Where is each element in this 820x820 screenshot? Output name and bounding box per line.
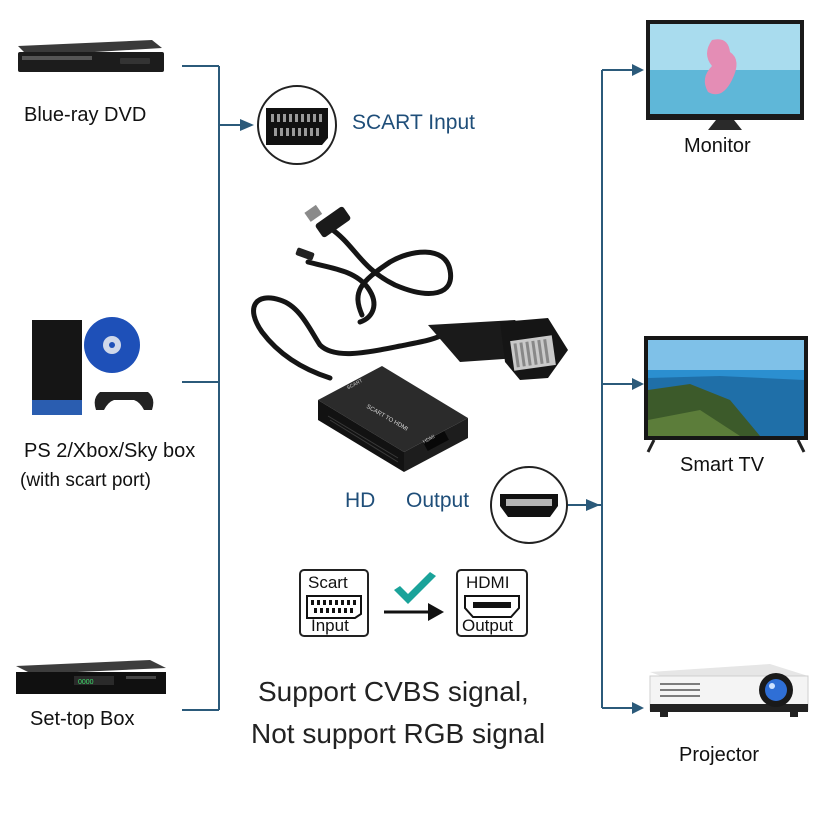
monitor-label: Monitor — [684, 135, 751, 157]
scart-cable — [251, 295, 443, 381]
bluray-player-icon — [18, 40, 164, 72]
settop-label: Set-top Box — [30, 708, 135, 730]
ps2-label: PS 2/Xbox/Sky box — [24, 440, 196, 462]
smart-tv-label: Smart TV — [680, 454, 765, 476]
arrow-to-monitor — [632, 64, 644, 76]
note-line-1: Support CVBS signal, — [258, 676, 529, 707]
legend-hdmi-top: HDMI — [466, 573, 510, 592]
smart-tv-icon — [644, 336, 808, 453]
projector-icon — [649, 664, 809, 717]
arrow-from-hdmi-output — [586, 499, 600, 511]
bluray-label: Blue-ray DVD — [24, 104, 147, 126]
projector-label: Projector — [679, 744, 760, 766]
legend-scart-bottom: Input — [311, 616, 349, 635]
hdmi-legend-box — [456, 569, 528, 637]
arrow-to-smart-tv — [632, 378, 644, 390]
svg-text:0000: 0000 — [78, 679, 94, 686]
settop-box-icon: 0000 — [16, 660, 166, 694]
note-line-2: Not support RGB signal — [251, 718, 546, 749]
scart-input-connector-icon — [257, 85, 337, 165]
scart-input-label: SCART Input — [352, 111, 475, 134]
legend-scart-top: Scart — [308, 573, 348, 592]
arrow-to-projector — [632, 702, 644, 714]
left-connection-lines — [182, 65, 248, 711]
output-label: Output — [406, 489, 470, 512]
usb-cable — [305, 225, 454, 325]
hdmi-output-connector-icon — [490, 466, 568, 544]
usb-plug — [295, 204, 351, 261]
right-arrow-icon — [384, 603, 444, 621]
adapter-box-icon — [318, 366, 468, 472]
ps2-console-icon — [32, 317, 154, 415]
hd-label: HD — [345, 489, 376, 512]
monitor-icon — [646, 20, 804, 130]
ps2-note-label: (with scart port) — [20, 470, 151, 491]
check-icon — [394, 572, 436, 604]
legend-hdmi-bottom: Output — [462, 616, 514, 635]
right-connection-lines — [567, 69, 636, 709]
scart-legend-box — [299, 569, 369, 637]
arrow-to-scart-input — [240, 119, 254, 131]
scart-plug — [428, 318, 568, 380]
